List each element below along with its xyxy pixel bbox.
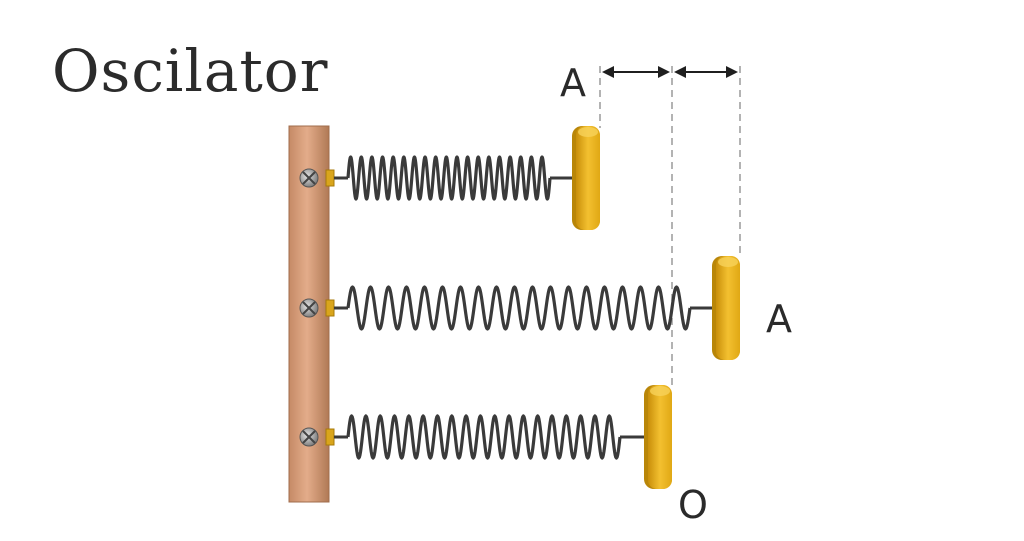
screw-icon [299, 298, 319, 318]
label-origin: O [678, 483, 708, 527]
spring-row-extended [299, 256, 740, 360]
spring-coil [346, 155, 552, 201]
page-title: Oscilator [52, 37, 329, 105]
amplitude-arrow-right [674, 66, 738, 78]
spring-row-equilibrium [299, 385, 672, 489]
screw-icon [299, 427, 319, 447]
spring-row-compressed [299, 126, 600, 230]
mass-disk-icon [712, 256, 740, 360]
mass-disk-icon [644, 385, 672, 489]
screw-icon [299, 168, 319, 188]
spring-coil [346, 414, 622, 460]
spring-coil [346, 285, 692, 331]
spring-mount [325, 169, 335, 187]
spring-mount [325, 299, 335, 317]
mass-disk-icon [572, 126, 600, 230]
amplitude-arrow-left [602, 66, 670, 78]
label-amplitude-right: A [766, 297, 792, 341]
label-amplitude-top: A [560, 61, 586, 105]
spring-mount [325, 428, 335, 446]
